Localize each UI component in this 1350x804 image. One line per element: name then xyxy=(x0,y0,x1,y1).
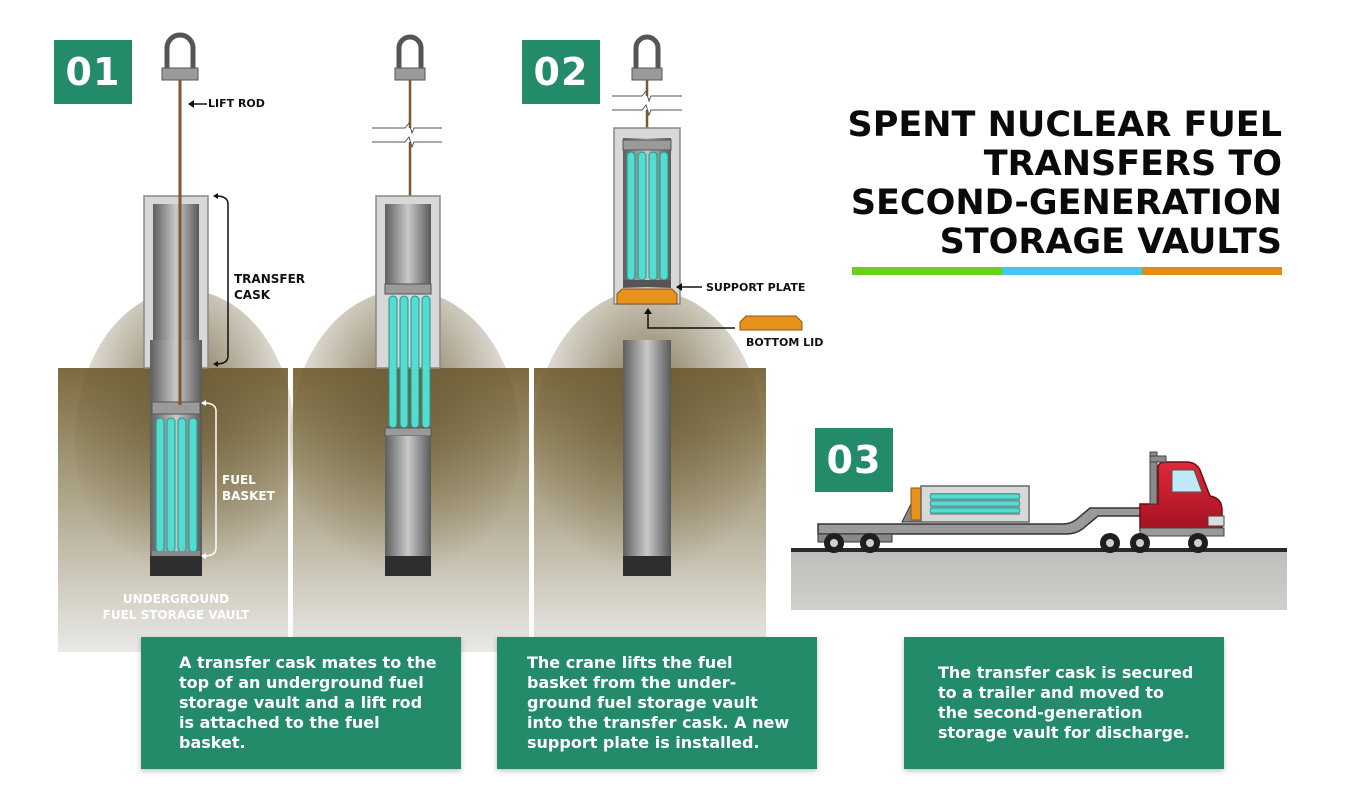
label-transfer-cask: TRANSFER CASK xyxy=(234,271,305,303)
step-badge-01: 01 xyxy=(54,40,132,104)
page-title: SPENT NUCLEAR FUEL TRANSFERS TO SECOND-G… xyxy=(822,105,1283,262)
title-line-2: TRANSFERS TO xyxy=(983,144,1282,184)
step-badge-03: 03 xyxy=(815,428,893,492)
step2a-fuel-basket xyxy=(384,295,432,437)
wheels xyxy=(824,533,1208,553)
step2b-fuel-basket xyxy=(622,139,672,281)
label-support-plate: SUPPORT PLATE xyxy=(706,281,806,294)
transfer-cask-bracket xyxy=(213,193,229,367)
caption-step-01-text: A transfer cask mates to the top of an u… xyxy=(179,653,437,752)
label-fuel-basket-line1: FUEL xyxy=(222,473,256,487)
bottom-lid-arrow xyxy=(644,308,735,329)
step2a-lift-hook xyxy=(394,34,426,81)
road-surface xyxy=(791,550,1287,610)
truck-cab xyxy=(1139,451,1225,537)
step1-fuel-basket xyxy=(151,401,201,556)
step1-lift-hook xyxy=(161,32,199,81)
support-plate-arrow xyxy=(676,283,702,291)
title-line-1: SPENT NUCLEAR FUEL xyxy=(847,105,1283,145)
step2b-lift-hook xyxy=(631,34,663,81)
title-line-3: SECOND-GENERATION xyxy=(850,183,1282,223)
label-transfer-cask-line1: TRANSFER xyxy=(234,272,306,286)
label-underground-vault: UNDERGROUND FUEL STORAGE VAULT xyxy=(96,591,256,623)
fuel-basket-bracket xyxy=(201,400,217,559)
label-transfer-cask-line2: CASK xyxy=(234,288,271,302)
step2a-rod-break xyxy=(372,121,442,149)
label-bottom-lid: BOTTOM LID xyxy=(746,336,824,349)
road-line xyxy=(791,548,1287,552)
step2b-vault xyxy=(623,340,671,576)
step2b-rod-break xyxy=(612,89,682,117)
bottom-lid xyxy=(739,315,803,331)
caption-step-02: The crane lifts the fuel basket from the… xyxy=(497,637,817,769)
label-vault-line2: FUEL STORAGE VAULT xyxy=(102,608,250,622)
title-bar-green xyxy=(852,267,1002,275)
step3-transfer-cask xyxy=(910,485,1030,523)
label-lift-rod: LIFT ROD xyxy=(208,97,265,110)
step2a-vault xyxy=(385,436,431,576)
step2b-support-plate xyxy=(616,280,678,305)
step2b-transfer-cask xyxy=(613,127,681,305)
lift-rod-arrow xyxy=(188,100,207,108)
caption-step-03: The transfer cask is secured to a traile… xyxy=(904,637,1224,769)
label-fuel-basket: FUEL BASKET xyxy=(222,472,275,504)
caption-step-02-text: The crane lifts the fuel basket from the… xyxy=(527,653,790,752)
title-bar-blue xyxy=(1002,267,1142,275)
caption-step-01: A transfer cask mates to the top of an u… xyxy=(141,637,461,769)
title-line-4: STORAGE VAULTS xyxy=(939,222,1282,262)
label-vault-line1: UNDERGROUND xyxy=(122,592,230,606)
step-badge-02: 02 xyxy=(522,40,600,104)
title-bar-orange xyxy=(1142,267,1282,275)
caption-step-03-text: The transfer cask is secured to a traile… xyxy=(938,663,1194,742)
label-fuel-basket-line2: BASKET xyxy=(222,489,275,503)
